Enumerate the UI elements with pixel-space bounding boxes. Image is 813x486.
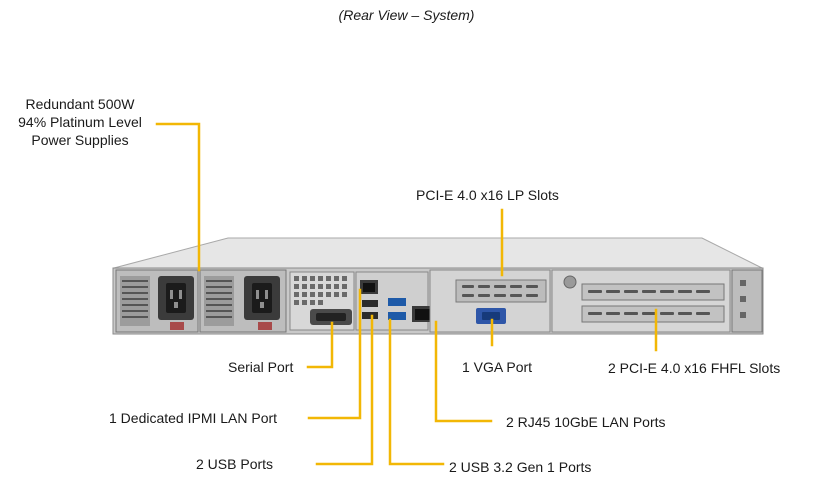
- vent-grid: [289, 271, 355, 331]
- usb2-connector-1: [362, 300, 378, 307]
- diagram-title: (Rear View – System): [338, 7, 475, 23]
- chassis-top-cover: [113, 237, 763, 269]
- usb3-connector-2: [388, 312, 406, 320]
- callout-power-supplies-line-1: Redundant 500W: [25, 96, 135, 112]
- power-supply-1: [115, 269, 199, 333]
- rack-ear: [731, 269, 763, 333]
- leader-rj45-lan-ports: [434, 320, 493, 423]
- callout-pcie-fhfl-slots: 2 PCI-E 4.0 x16 FHFL Slots: [608, 360, 781, 376]
- callout-power-supplies: Redundant 500W 94% Platinum Level Power …: [0, 95, 160, 149]
- usb3-connector-1: [388, 298, 406, 306]
- callout-lines: [155, 122, 658, 466]
- power-supply-2: [199, 269, 287, 333]
- leader-usb3-ports: [388, 318, 445, 466]
- callout-ipmi-lan-port: 1 Dedicated IPMI LAN Port: [109, 410, 278, 426]
- usb2-connector-2: [362, 312, 378, 319]
- callout-power-supplies-line-3: Power Supplies: [31, 132, 129, 148]
- callout-rj45-lan-ports: 2 RJ45 10GbE LAN Ports: [506, 414, 666, 430]
- leader-serial-port: [306, 321, 334, 369]
- leader-usb-ports: [315, 314, 374, 466]
- callout-usb-ports: 2 USB Ports: [196, 456, 274, 472]
- pcie-lp-slot-area: [429, 269, 551, 333]
- pcie-fhfl-slot-area: [551, 269, 731, 333]
- callout-vga-port: 1 VGA Port: [462, 359, 533, 375]
- callout-serial-port: Serial Port: [228, 359, 294, 375]
- leader-power-supplies: [155, 122, 201, 272]
- callout-power-supplies-line-2: 94% Platinum Level: [18, 114, 142, 130]
- callout-usb3-ports: 2 USB 3.2 Gen 1 Ports: [449, 459, 592, 475]
- leader-ipmi-lan-port: [307, 288, 362, 420]
- callout-pcie-lp-slots: PCI-E 4.0 x16 LP Slots: [416, 187, 559, 203]
- io-panel: [355, 271, 464, 331]
